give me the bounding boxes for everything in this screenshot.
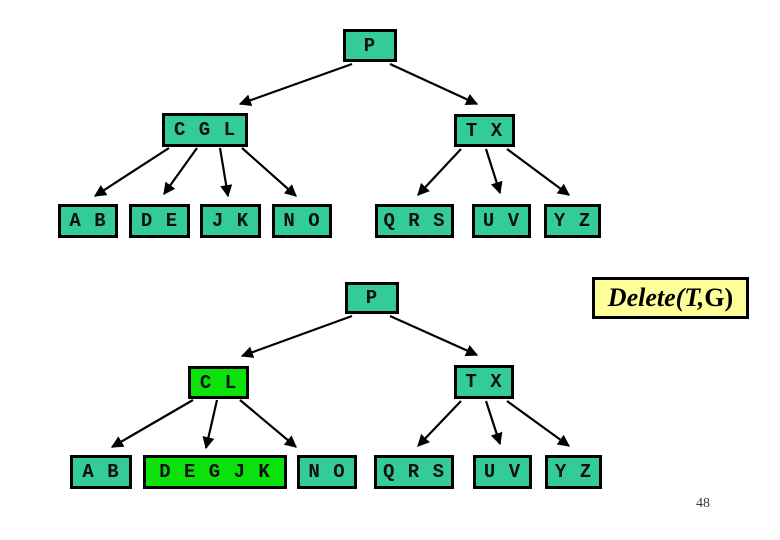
edge [484, 148, 503, 195]
edge [239, 399, 297, 448]
node-label: Y Z [553, 210, 592, 232]
node-label: J K [211, 210, 250, 232]
edge [389, 63, 479, 105]
edge [163, 147, 198, 195]
node-label: D E [140, 210, 179, 232]
after-leaf-qrs-node: Q R S [374, 455, 454, 489]
edge [506, 148, 570, 196]
node-label: T X [465, 371, 503, 393]
edge [110, 399, 194, 448]
edge [238, 62, 353, 107]
edge [389, 314, 479, 357]
node-label: P [363, 34, 377, 57]
before-root-node: P [343, 29, 397, 62]
node-label: U V [483, 461, 522, 483]
edge [93, 147, 170, 197]
page-number: 48 [696, 496, 710, 511]
after-leaf-uv-node: U V [473, 455, 532, 489]
node-label: D E G J K [159, 461, 271, 483]
node-label: Q R S [383, 210, 446, 232]
after-leaf-degjk-node: D E G J K [143, 455, 287, 489]
node-label: A B [69, 210, 107, 232]
delete-annotation: Delete(T,G) [592, 277, 749, 319]
after-root-node: P [345, 282, 399, 314]
node-label: C L [199, 371, 238, 394]
node-label: P [365, 287, 379, 309]
node-label: N O [308, 461, 346, 483]
after-internal-tx-node: T X [454, 365, 514, 399]
after-leaf-yz-node: Y Z [545, 455, 602, 489]
before-leaf-yz-node: Y Z [544, 204, 601, 238]
node-label: Y Z [554, 461, 593, 483]
node-label: N O [283, 210, 321, 232]
before-leaf-jk-node: J K [200, 204, 261, 238]
annotation-bold-text: G) [704, 283, 734, 312]
node-label: U V [482, 210, 521, 232]
node-label: C G L [173, 119, 236, 141]
node-label: Q R S [382, 461, 445, 483]
before-leaf-uv-node: U V [472, 204, 531, 238]
after-leaf-no-node: N O [297, 455, 357, 489]
node-label: T X [465, 119, 504, 142]
before-leaf-ab-node: A B [58, 204, 118, 238]
edge [484, 400, 503, 446]
before-internal-cgl-node: C G L [162, 113, 248, 147]
edge [417, 148, 462, 196]
after-leaf-ab-node: A B [70, 455, 132, 489]
edge [240, 314, 353, 358]
node-label: A B [82, 461, 120, 483]
edge [506, 400, 570, 447]
before-internal-tx-node: T X [454, 114, 515, 147]
before-leaf-qrs-node: Q R S [375, 204, 454, 238]
edge [417, 400, 462, 447]
annotation-italic-text: Delete(T, [607, 283, 705, 312]
edge [218, 147, 233, 198]
after-internal-cl-node: C L [188, 366, 249, 399]
edge [241, 147, 297, 197]
before-leaf-no-node: N O [272, 204, 332, 238]
edge [202, 399, 219, 450]
before-leaf-de-node: D E [129, 204, 190, 238]
